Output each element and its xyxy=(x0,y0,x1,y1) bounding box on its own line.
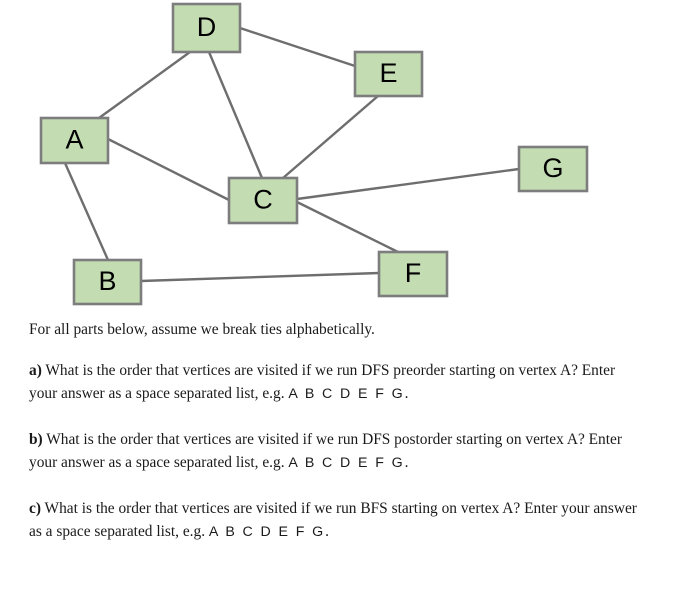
question-a-text-before: What is the order that vertices are visi… xyxy=(29,361,616,403)
graph-edge-e-c xyxy=(282,95,379,179)
graph-node-a[interactable]: A xyxy=(39,116,110,165)
node-layer: D E A G C F B xyxy=(39,2,589,306)
graph-node-label-a: A xyxy=(65,125,83,155)
graph-node-box-d xyxy=(171,2,242,54)
edge-layer xyxy=(63,26,520,283)
graph-edge-a-b xyxy=(63,162,110,261)
graph-edge-d-a xyxy=(98,51,191,119)
graph-node-label-f: F xyxy=(405,258,422,288)
graph-edge-b-f xyxy=(140,271,380,283)
graph-node-box-c xyxy=(227,176,299,225)
graph-edge-c-g xyxy=(296,167,520,201)
question-c-text-before: What is the order that vertices are visi… xyxy=(29,499,637,541)
graph-node-box-a xyxy=(39,116,110,165)
graph-node-box-g xyxy=(517,145,589,193)
graph-node-box-b xyxy=(72,258,143,306)
graph-node-box-e xyxy=(353,50,424,98)
question-b-example: A B C D E F G xyxy=(288,455,405,471)
graph-node-e[interactable]: E xyxy=(353,50,424,98)
question-prose: For all parts below, assume we break tie… xyxy=(29,318,647,545)
graph-edge-c-f xyxy=(296,200,399,254)
graph-node-d[interactable]: D xyxy=(171,2,242,54)
graph-edge-d-c xyxy=(207,51,264,179)
question-a-text-after: . xyxy=(404,385,409,402)
graph-figure: D E A G C F B xyxy=(39,2,589,306)
graph-node-f[interactable]: F xyxy=(377,250,449,298)
question-c-label: c) xyxy=(29,499,41,517)
graph-node-label-d: D xyxy=(197,12,217,42)
question-b: b) What is the order that vertices are v… xyxy=(29,428,647,476)
question-c: c) What is the order that vertices are v… xyxy=(29,497,647,545)
question-b-text-before: What is the order that vertices are visi… xyxy=(29,430,622,472)
graph-node-box-f xyxy=(377,250,449,298)
question-a-example: A B C D E F G xyxy=(288,386,405,402)
question-b-text-after: . xyxy=(404,454,409,471)
graph-edge-d-e xyxy=(239,26,356,68)
graph-node-label-e: E xyxy=(379,58,397,88)
graph-node-label-g: G xyxy=(542,153,563,183)
graph-node-label-c: C xyxy=(253,185,273,215)
graph-node-g[interactable]: G xyxy=(517,145,589,193)
graph-node-b[interactable]: B xyxy=(72,258,143,306)
graph-edge-a-c xyxy=(107,137,230,202)
question-c-example: A B C D E F G xyxy=(208,524,326,540)
question-c-text-after: . xyxy=(325,523,329,540)
graph-node-c[interactable]: C xyxy=(227,176,299,225)
graph-canvas: D E A G C F B xyxy=(39,2,589,306)
graph-node-label-b: B xyxy=(98,266,116,296)
question-a-label: a) xyxy=(29,361,42,379)
intro-paragraph: For all parts below, assume we break tie… xyxy=(29,321,375,338)
question-a: a) What is the order that vertices are v… xyxy=(29,359,647,407)
question-b-label: b) xyxy=(29,430,43,448)
